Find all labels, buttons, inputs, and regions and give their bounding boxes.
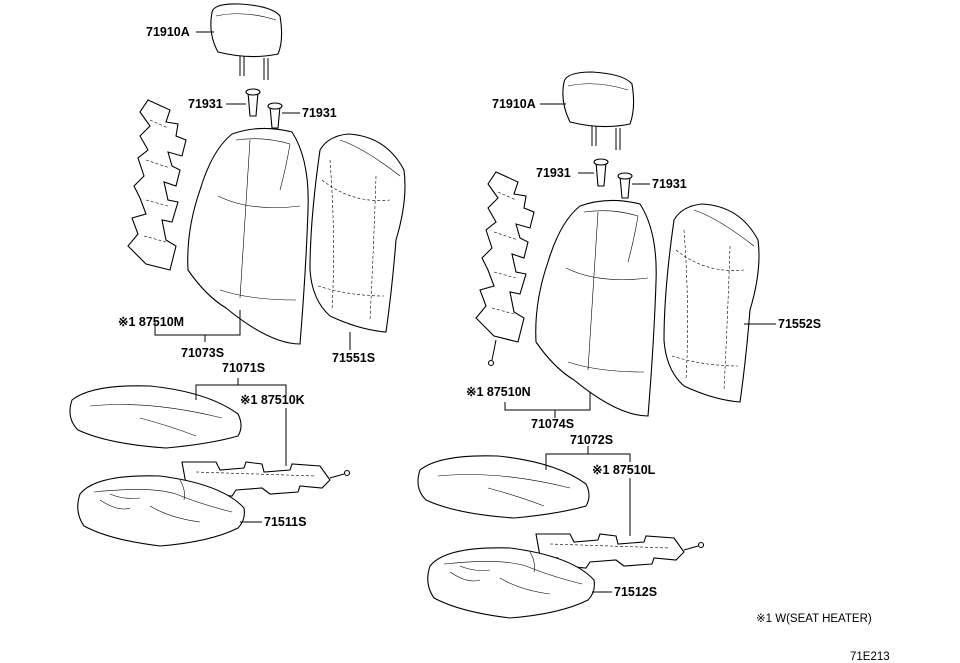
back-pad-left xyxy=(309,133,406,333)
back-pad-right xyxy=(663,203,760,403)
right-seat-assembly xyxy=(417,71,760,619)
label-heater-cushion-right: ※1 87510L xyxy=(592,463,656,477)
heater-back-right xyxy=(475,171,535,367)
footnote: ※1 W(SEAT HEATER) xyxy=(756,613,872,625)
label-heater-back-left: ※1 87510M xyxy=(118,315,184,329)
label-heater-cushion-left: ※1 87510K xyxy=(240,393,305,407)
headrest-left xyxy=(210,3,283,80)
headrest-right xyxy=(562,71,635,150)
drawing-code: 71E213 xyxy=(850,651,890,663)
back-cover-right xyxy=(535,199,657,417)
heater-back-left xyxy=(127,99,187,271)
cushion-pad-right xyxy=(427,547,595,619)
heater-cushion-right xyxy=(535,533,705,569)
cushion-cover-left xyxy=(69,385,242,449)
leader-lines xyxy=(154,31,776,593)
label-back-cover-right: 71074S xyxy=(531,417,574,431)
label-support-right-b: 71931 xyxy=(652,177,687,191)
label-back-pad-right: 71552S xyxy=(778,317,821,331)
label-support-left-b: 71931 xyxy=(302,106,337,120)
label-support-right-a: 71931 xyxy=(536,166,571,180)
left-seat-assembly xyxy=(69,3,406,547)
label-support-left-a: 71931 xyxy=(188,97,223,111)
cushion-cover-right xyxy=(417,455,590,519)
label-cushion-cover-right: 71072S xyxy=(570,433,613,447)
label-heater-back-right: ※1 87510N xyxy=(466,385,531,399)
back-cover-left xyxy=(187,127,309,345)
support-right-b xyxy=(617,172,633,199)
label-headrest-left: 71910A xyxy=(146,25,190,39)
part-labels: 71910A 71931 71931 ※1 87510M 71073S 7155… xyxy=(118,25,890,663)
label-cushion-pad-right: 71512S xyxy=(614,585,657,599)
cushion-pad-left xyxy=(77,475,245,547)
support-left-b xyxy=(267,102,283,129)
label-headrest-right: 71910A xyxy=(492,97,536,111)
support-left-a xyxy=(245,88,261,117)
label-back-pad-left: 71551S xyxy=(332,351,375,365)
label-cushion-cover-left: 71071S xyxy=(222,361,265,375)
label-back-cover-left: 71073S xyxy=(181,346,224,360)
label-cushion-pad-left: 71511S xyxy=(264,515,306,529)
support-right-a xyxy=(593,158,609,187)
